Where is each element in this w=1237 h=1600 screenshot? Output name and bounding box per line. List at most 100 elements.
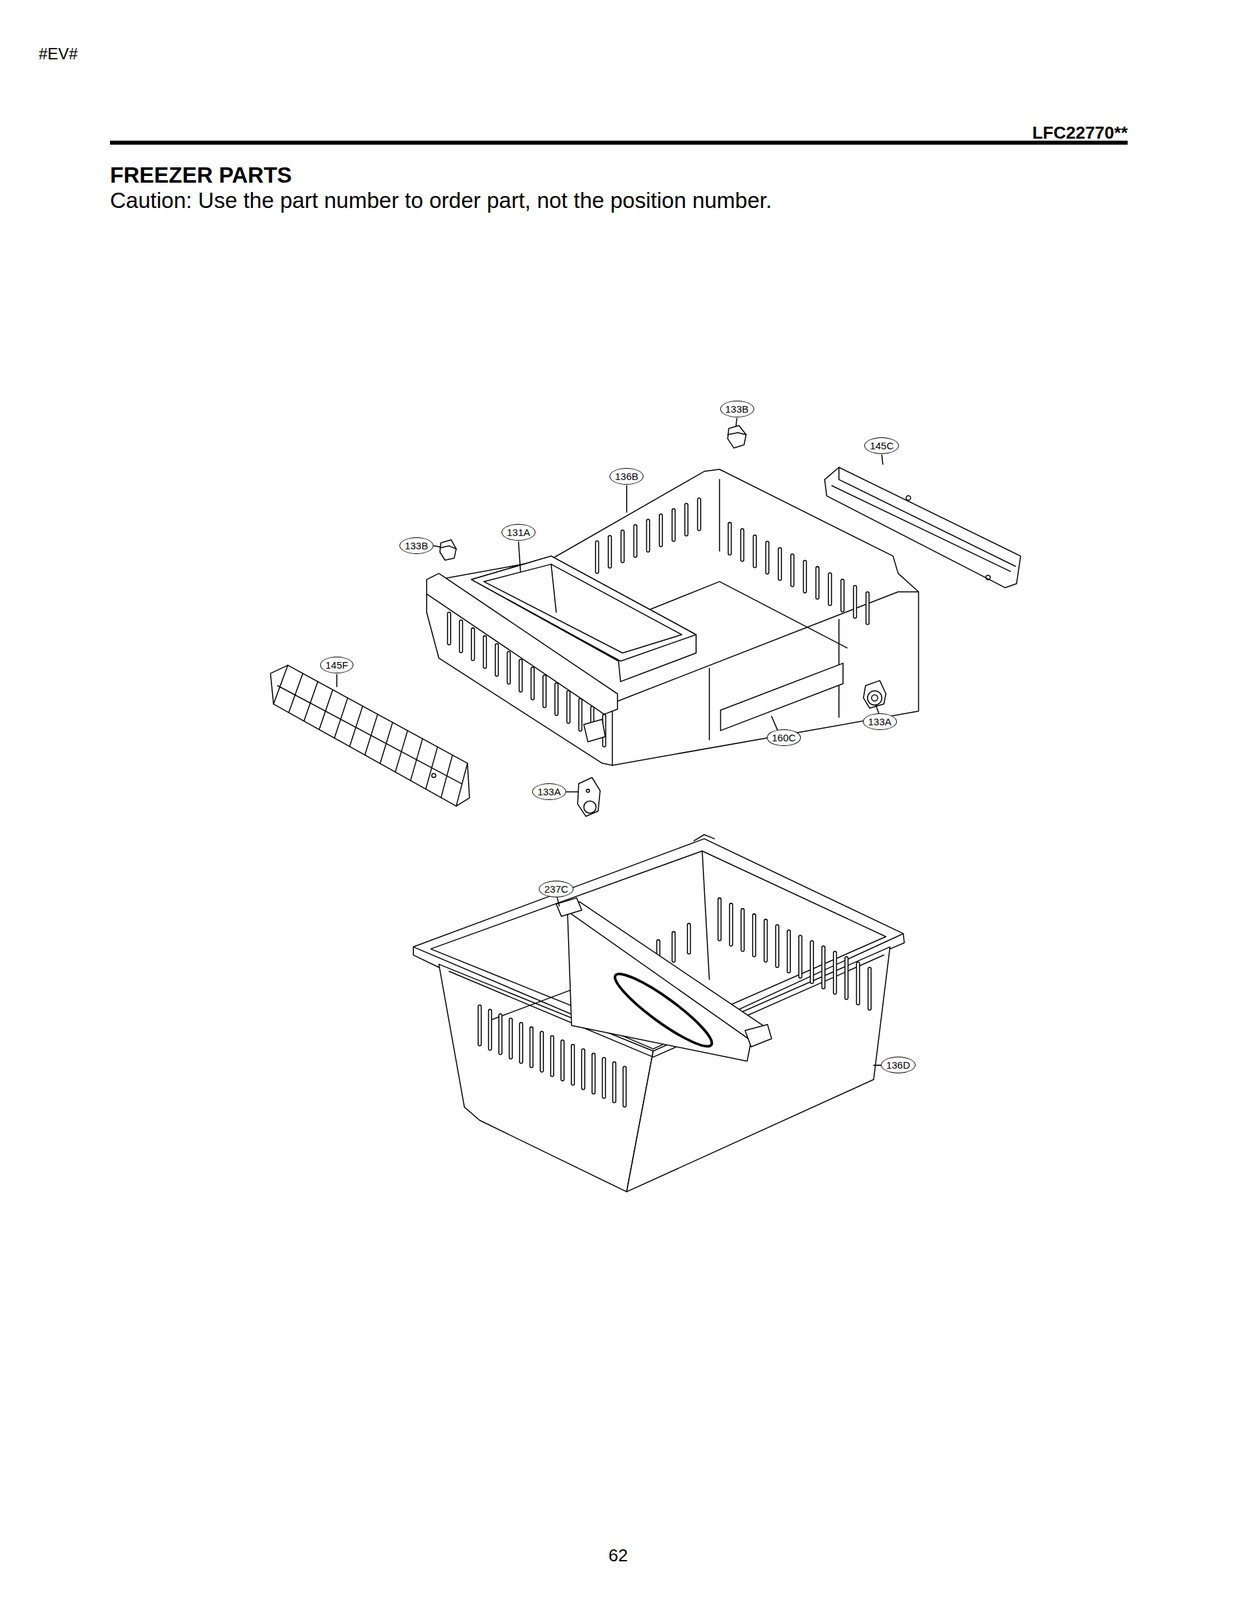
- vent-slot: [833, 951, 837, 995]
- tray-front-seam: [708, 668, 711, 740]
- rail-grid: [319, 690, 333, 731]
- callout-bubble: 133A: [532, 783, 567, 801]
- rail-145f: [270, 665, 470, 807]
- vent-slot: [483, 636, 487, 669]
- vent-slot: [764, 919, 768, 963]
- callout-bubble: 237C: [538, 880, 574, 898]
- callout-bubble: 136B: [609, 468, 644, 485]
- divider-wall: [567, 911, 751, 1062]
- roller-bracket: [577, 777, 601, 817]
- vent-slot: [519, 1022, 523, 1064]
- tray-front-edge: [612, 704, 614, 766]
- vent-slot: [840, 579, 845, 613]
- vent-slot: [672, 931, 676, 963]
- vent-slot: [729, 903, 733, 947]
- rail-grid: [364, 714, 378, 755]
- roller-wheel: [583, 800, 596, 813]
- rail-hole: [985, 575, 991, 581]
- vent-slot: [798, 935, 803, 979]
- vent-slot: [790, 554, 795, 587]
- callout-number: 136B: [614, 471, 639, 482]
- vent-slot: [740, 908, 745, 952]
- leader-line: [518, 542, 521, 572]
- vent-slot: [554, 682, 559, 716]
- vent-slot: [646, 519, 651, 553]
- vent-slot: [542, 675, 547, 709]
- roller-hole: [586, 789, 590, 793]
- callout-bubble: 133B: [399, 537, 434, 555]
- vent-slot: [697, 498, 701, 531]
- callout-number: 160C: [772, 732, 797, 743]
- vent-slot: [612, 1062, 617, 1103]
- roller-bracket: [863, 680, 887, 709]
- vent-slot: [718, 898, 722, 941]
- vent-slot: [803, 560, 807, 593]
- rail-grid: [334, 698, 349, 739]
- tray-inner-corner: [718, 479, 721, 551]
- basket-inner-corner: [702, 850, 710, 980]
- small-bin-inner: [483, 564, 682, 653]
- vent-slot: [672, 508, 676, 542]
- vent-slot: [778, 547, 782, 581]
- rail-grid: [380, 722, 393, 765]
- tray-handle-slot: [720, 663, 844, 731]
- callout-bubble: 145F: [320, 656, 354, 674]
- vent-slot: [571, 1044, 575, 1086]
- leader-line: [433, 546, 440, 548]
- roller-hub: [871, 694, 878, 701]
- vent-slot: [728, 522, 732, 556]
- small-bin: [471, 556, 697, 682]
- vent-slot: [592, 1053, 596, 1095]
- vent-slot: [608, 535, 612, 569]
- vent-slot: [821, 946, 825, 989]
- exploded-view: [270, 418, 1021, 1193]
- clip-133b: [727, 425, 747, 449]
- tray-hinge: [583, 719, 605, 743]
- vent-slot: [853, 585, 857, 619]
- callout-bubble: 131A: [501, 524, 536, 541]
- leader-line: [771, 716, 778, 731]
- rail-grid: [349, 706, 363, 747]
- basket-rim-corner: [890, 933, 905, 949]
- upper-tray: [426, 469, 919, 766]
- vent-slot: [578, 698, 583, 732]
- leader-line: [626, 486, 628, 513]
- vent-slot: [498, 1014, 503, 1055]
- vent-slot: [622, 1066, 627, 1107]
- leader-line: [875, 705, 879, 714]
- vent-slot: [595, 540, 599, 574]
- vent-slot: [471, 628, 475, 661]
- vent-slot: [530, 667, 535, 701]
- callout-number: 133B: [725, 404, 749, 415]
- vent-slot: [787, 930, 791, 973]
- rail-grid: [277, 686, 461, 785]
- rail-grid: [273, 665, 288, 705]
- vent-slot: [816, 566, 820, 600]
- vent-slot: [507, 651, 511, 685]
- vent-slot: [550, 1035, 555, 1077]
- vent-slot: [447, 612, 451, 645]
- vent-slot: [844, 956, 849, 1000]
- vent-slot: [752, 914, 757, 957]
- vent-slot: [540, 1031, 544, 1073]
- clip-edge: [440, 546, 457, 550]
- clip-133b: [440, 540, 457, 561]
- callout-number: 145F: [325, 660, 349, 671]
- vent-slot: [459, 620, 463, 653]
- callout-number: 237C: [544, 884, 569, 895]
- callout-number: 131A: [506, 527, 531, 538]
- vent-slot: [740, 528, 745, 562]
- vent-slot: [775, 924, 779, 968]
- divider-slot: [608, 965, 719, 1055]
- callout-number: 136D: [886, 1060, 911, 1071]
- vent-slot: [828, 572, 832, 606]
- vent-slot: [866, 592, 870, 625]
- leader-line: [557, 898, 560, 907]
- vent-slot: [530, 1026, 534, 1068]
- callout-bubble: 145C: [864, 437, 899, 455]
- vent-slot: [602, 1057, 606, 1099]
- callout-bubble: 133B: [720, 400, 755, 418]
- callout-number: 145C: [869, 440, 894, 451]
- vent-slot: [560, 1040, 565, 1081]
